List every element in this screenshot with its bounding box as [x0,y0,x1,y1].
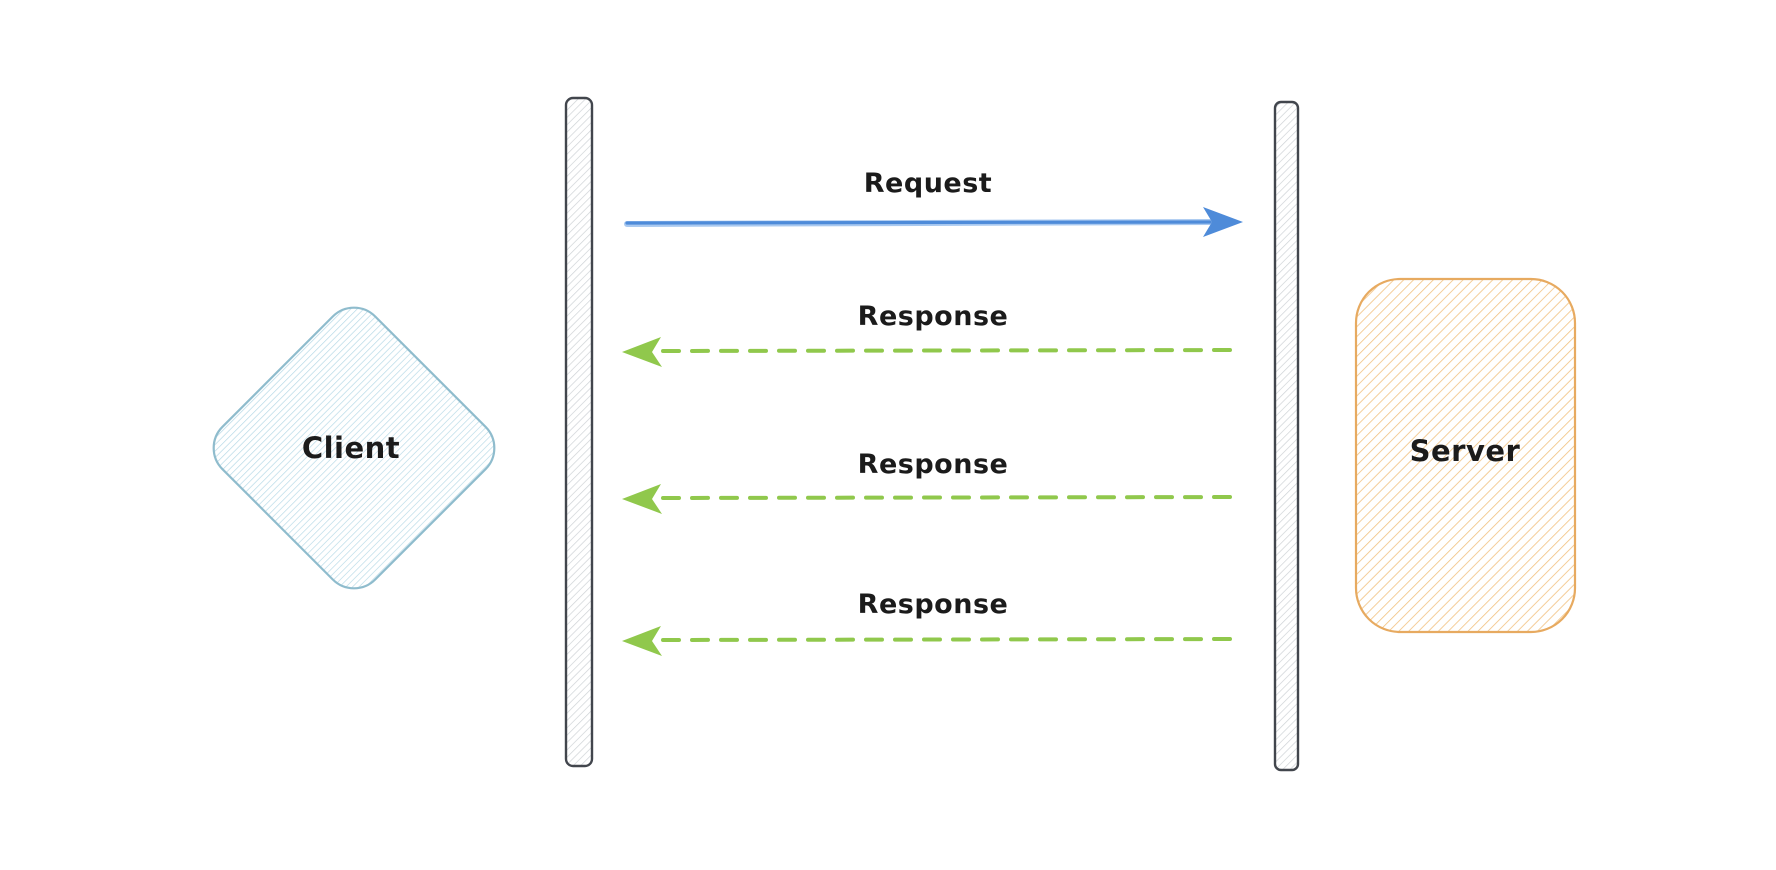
message-response-3: Response [622,589,1240,656]
response-1-line [661,348,1242,353]
request-label: Request [864,168,992,199]
server-node: Server [1354,277,1577,634]
response-2-line [661,495,1242,500]
response-2-label: Response [858,449,1009,480]
response-1-arrowhead-icon [622,337,662,367]
lifeline-left [564,96,594,768]
request-line [625,220,1212,225]
client-node: Client [212,306,496,590]
response-3-line [661,637,1240,642]
client-shape [212,306,496,590]
server-label: Server [1410,434,1521,468]
message-response-1: Response [622,301,1242,367]
response-2-arrowhead-icon [622,484,662,514]
request-arrowhead-icon [1203,207,1243,237]
client-label: Client [302,431,400,465]
message-response-2: Response [622,449,1242,514]
response-3-arrowhead-icon [622,626,662,656]
message-request: Request [624,168,1243,237]
response-3-label: Response [858,589,1009,620]
response-1-label: Response [858,301,1009,332]
lifeline-right [1273,100,1300,772]
server-shape [1354,277,1577,634]
